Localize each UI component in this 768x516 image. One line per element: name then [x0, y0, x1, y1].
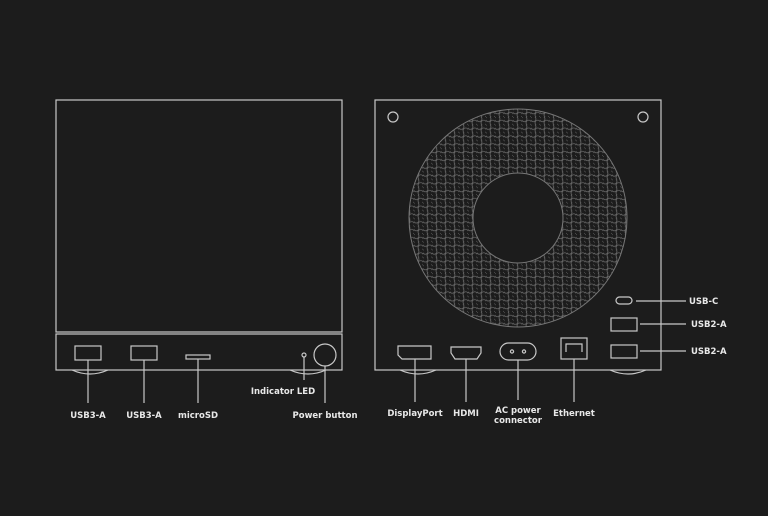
back-foot-right: [609, 369, 647, 375]
fan-hub: [472, 172, 564, 264]
usb2a-port-2: [610, 344, 638, 359]
usb2a-port-1: [610, 317, 638, 332]
screw-right: [637, 111, 649, 123]
microsd-slot: [185, 354, 211, 360]
label-usb3a-2: USB3-A: [126, 411, 162, 421]
hdmi-port: [450, 346, 482, 360]
front-foot-right: [289, 369, 327, 375]
front-bottom-strip: [55, 333, 343, 371]
screw-left: [387, 111, 399, 123]
back-foot-left: [399, 369, 437, 375]
front-view: USB3-A USB3-A microSD Indicator LED Powe…: [55, 99, 358, 421]
label-usb2a-1: USB2-A: [691, 320, 727, 330]
label-microsd: microSD: [178, 411, 218, 421]
usb-c-port: [615, 296, 633, 305]
front-foot-left: [71, 369, 109, 375]
ethernet-port: [560, 337, 588, 360]
label-hdmi: HDMI: [453, 409, 479, 419]
label-displayport: DisplayPort: [387, 409, 442, 419]
label-power-button: Power button: [293, 411, 358, 421]
label-usb-c: USB-C: [689, 297, 718, 307]
label-ethernet: Ethernet: [553, 409, 595, 419]
displayport-port: [397, 345, 432, 360]
front-top-panel: [55, 99, 343, 333]
power-button: [313, 343, 337, 367]
back-view: DisplayPort HDMI AC power connector Ethe…: [374, 99, 727, 426]
usb3a-port-2: [130, 345, 158, 361]
usb3a-port-1: [74, 345, 102, 361]
label-indicator-led: Indicator LED: [251, 387, 315, 397]
label-usb3a-1: USB3-A: [70, 411, 106, 421]
ac-power-connector: [499, 342, 537, 361]
label-usb2a-2: USB2-A: [691, 347, 727, 357]
label-ac-power-1: AC power: [495, 406, 541, 416]
label-ac-power-2: connector: [494, 416, 543, 426]
indicator-led: [301, 352, 307, 358]
